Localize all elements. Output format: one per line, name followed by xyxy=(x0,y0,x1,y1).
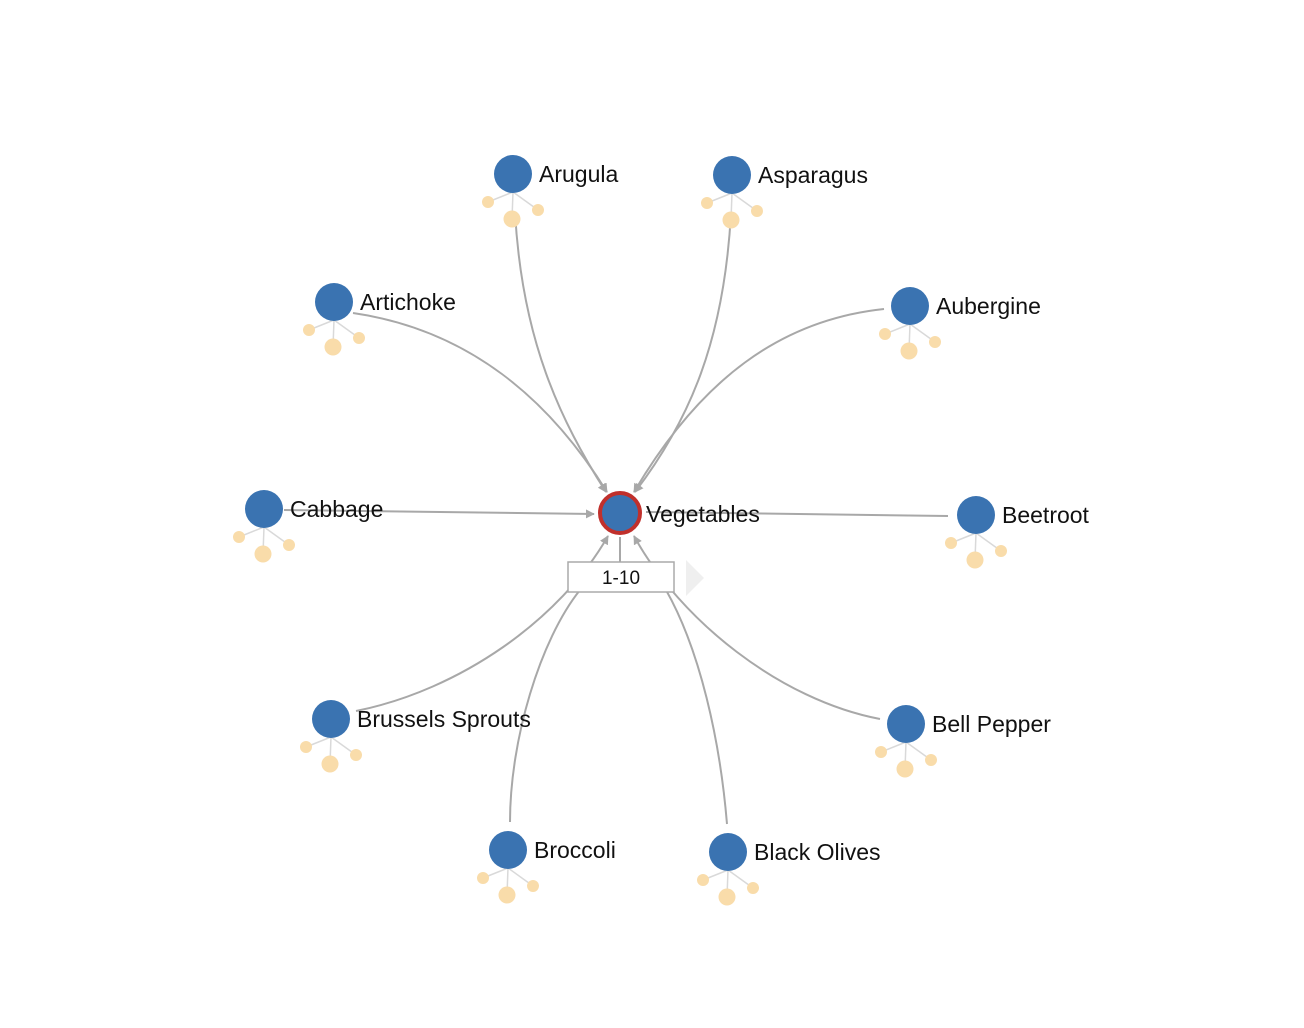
node-circle[interactable] xyxy=(887,705,925,743)
node-label: Broccoli xyxy=(534,837,616,863)
node-label: Beetroot xyxy=(1002,502,1090,528)
child-node-dot[interactable] xyxy=(321,755,339,773)
node-label: Artichoke xyxy=(360,289,456,315)
child-node-dot[interactable] xyxy=(254,545,272,563)
node-circle[interactable] xyxy=(891,287,929,325)
node-beetroot[interactable]: Beetroot xyxy=(945,496,1090,569)
child-node-dot[interactable] xyxy=(945,537,957,549)
pager-next-arrow-icon[interactable] xyxy=(686,560,704,596)
child-node-dot[interactable] xyxy=(532,204,544,216)
child-node-dot[interactable] xyxy=(896,760,914,778)
child-node-dot[interactable] xyxy=(353,332,365,344)
child-node-dot[interactable] xyxy=(503,210,521,228)
child-node-dot[interactable] xyxy=(925,754,937,766)
node-circle[interactable] xyxy=(957,496,995,534)
child-node-dot[interactable] xyxy=(300,741,312,753)
child-node-dot[interactable] xyxy=(995,545,1007,557)
child-node-dot[interactable] xyxy=(718,888,736,906)
child-node-dot[interactable] xyxy=(324,338,342,356)
child-node-dot[interactable] xyxy=(498,886,516,904)
child-node-dot[interactable] xyxy=(701,197,713,209)
child-node-dot[interactable] xyxy=(283,539,295,551)
node-bell-pepper[interactable]: Bell Pepper xyxy=(875,705,1051,778)
child-node-dot[interactable] xyxy=(527,880,539,892)
node-broccoli[interactable]: Broccoli xyxy=(477,831,616,904)
node-brussels-sprouts[interactable]: Brussels Sprouts xyxy=(300,700,531,773)
edges-layer xyxy=(283,211,949,825)
node-label: Aubergine xyxy=(936,293,1041,319)
node-circle[interactable] xyxy=(315,283,353,321)
child-node-dot[interactable] xyxy=(697,874,709,886)
pager-label: 1-10 xyxy=(602,568,640,589)
node-label: Arugula xyxy=(539,161,618,187)
child-node-dot[interactable] xyxy=(929,336,941,348)
center-node-label: Vegetables xyxy=(646,501,760,527)
child-node-dot[interactable] xyxy=(722,211,740,229)
node-artichoke[interactable]: Artichoke xyxy=(303,283,456,356)
edge-cabbage xyxy=(283,509,595,519)
node-circle[interactable] xyxy=(709,833,747,871)
center-node[interactable]: Vegetables xyxy=(598,491,760,535)
node-label: Asparagus xyxy=(758,162,868,188)
node-label: Cabbage xyxy=(290,496,383,522)
child-node-dot[interactable] xyxy=(747,882,759,894)
edge-asparagus xyxy=(634,212,732,493)
node-circle[interactable] xyxy=(312,700,350,738)
node-arugula[interactable]: Arugula xyxy=(482,155,618,228)
child-node-dot[interactable] xyxy=(900,342,918,360)
child-node-dot[interactable] xyxy=(751,205,763,217)
pager-box[interactable] xyxy=(567,561,675,593)
edge-artichoke xyxy=(352,312,608,493)
edge-arugula xyxy=(514,211,607,493)
node-label: Bell Pepper xyxy=(932,711,1051,737)
child-node-dot[interactable] xyxy=(303,324,315,336)
node-circle[interactable] xyxy=(713,156,751,194)
child-node-dot[interactable] xyxy=(482,196,494,208)
edge-black-olives xyxy=(665,589,728,825)
node-label: Black Olives xyxy=(754,839,881,865)
child-node-dot[interactable] xyxy=(966,551,984,569)
child-node-dot[interactable] xyxy=(233,531,245,543)
edge-broccoli xyxy=(509,589,581,823)
child-node-dot[interactable] xyxy=(477,872,489,884)
node-cabbage[interactable]: Cabbage xyxy=(233,490,383,563)
child-node-dot[interactable] xyxy=(350,749,362,761)
node-circle[interactable] xyxy=(489,831,527,869)
child-node-dot[interactable] xyxy=(879,328,891,340)
node-aubergine[interactable]: Aubergine xyxy=(879,287,1041,360)
child-node-dot[interactable] xyxy=(875,746,887,758)
node-circle[interactable] xyxy=(494,155,532,193)
edge-aubergine xyxy=(633,308,885,493)
center-node-circle[interactable] xyxy=(598,491,642,535)
node-circle[interactable] xyxy=(245,490,283,528)
pager[interactable]: 1-10 xyxy=(567,537,704,596)
node-asparagus[interactable]: Asparagus xyxy=(701,156,868,229)
node-black-olives[interactable]: Black Olives xyxy=(697,833,881,906)
node-label: Brussels Sprouts xyxy=(357,706,531,732)
edge-beetroot xyxy=(645,511,949,517)
